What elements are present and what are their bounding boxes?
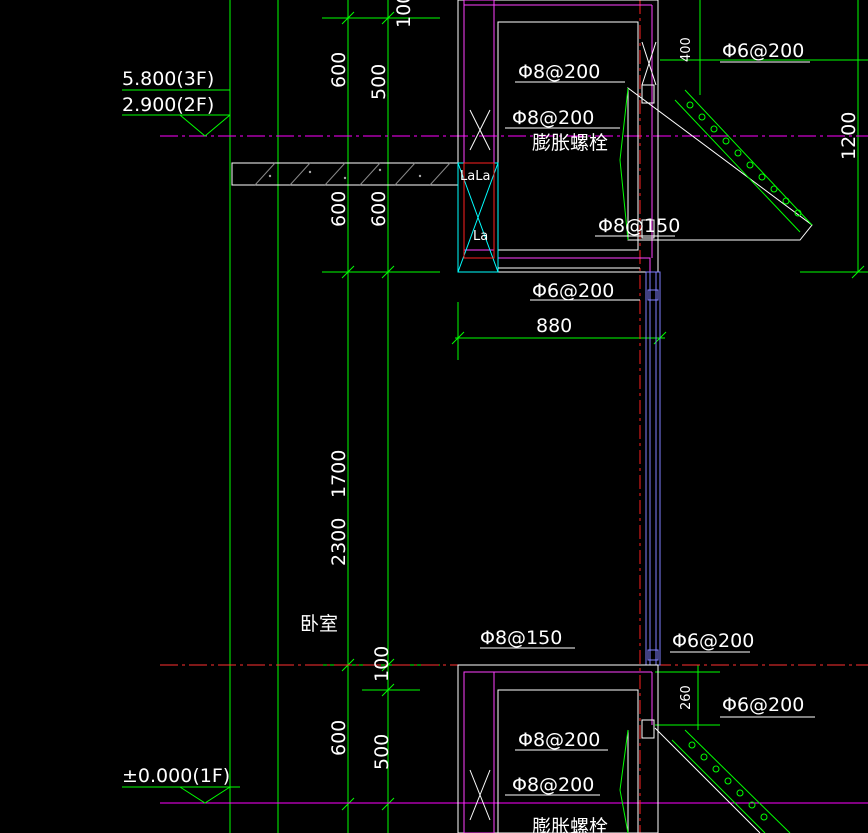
elevation-1f: ±0.000(1F)	[122, 765, 230, 787]
rebar-label-lower-beam-a: Φ8@200	[518, 729, 600, 751]
window-frame	[645, 271, 661, 666]
note-anchor-bolt-upper: 膨胀螺栓	[532, 132, 608, 154]
lower-bracket-holes	[688, 741, 768, 821]
elevation-3f: 5.800(3F)	[122, 68, 214, 90]
dim-600-mid-a: 600	[328, 191, 350, 227]
dim-100-lower: 100	[371, 646, 393, 682]
rebar-label-upper-under: Φ6@200	[532, 280, 614, 302]
rebar-label-lower-beam-b: Φ8@200	[512, 774, 594, 796]
dim-600-lower: 600	[328, 720, 350, 756]
note-anchor-bolt-lower: 膨胀螺栓	[532, 816, 608, 833]
rebar-label-upper-bottom: Φ8@150	[598, 215, 680, 237]
dim-400: 400	[679, 37, 694, 62]
note-la: La	[473, 229, 488, 244]
rebar-label-lower-right-a: Φ6@200	[672, 630, 754, 652]
dim-500-upper: 500	[368, 64, 390, 100]
upper-bracket	[619, 84, 813, 241]
dim-880: 880	[536, 315, 572, 337]
rebar-label-upper-beam-b: Φ8@200	[512, 107, 594, 129]
dim-600-upper: 600	[328, 52, 350, 88]
upper-beam	[457, 0, 659, 273]
dim-260: 260	[679, 685, 694, 710]
rebar-label-lower-right-b: Φ6@200	[722, 694, 804, 716]
elevation-markers	[122, 89, 240, 804]
rebar-label-lower-top: Φ8@150	[480, 627, 562, 649]
dim-600-mid-b: 600	[368, 191, 390, 227]
dim-1700: 1700	[328, 450, 350, 498]
rebar-label-upper-top-right: Φ6@200	[722, 40, 804, 62]
room-label-bedroom: 卧室	[300, 613, 338, 635]
floor-slab	[231, 162, 459, 186]
dim-1200: 1200	[838, 112, 860, 160]
dim-100-top: 100	[393, 0, 415, 28]
lower-beam	[457, 664, 659, 833]
rebar-label-upper-beam-a: Φ8@200	[518, 61, 600, 83]
dim-2300: 2300	[328, 518, 350, 566]
dim-500-lower: 500	[371, 734, 393, 770]
note-lala: LaLa	[460, 169, 490, 184]
elevation-2f: 2.900(2F)	[122, 94, 214, 116]
lower-bracket	[619, 719, 791, 833]
leader-lines	[480, 61, 815, 796]
upper-bracket-holes	[686, 101, 802, 217]
